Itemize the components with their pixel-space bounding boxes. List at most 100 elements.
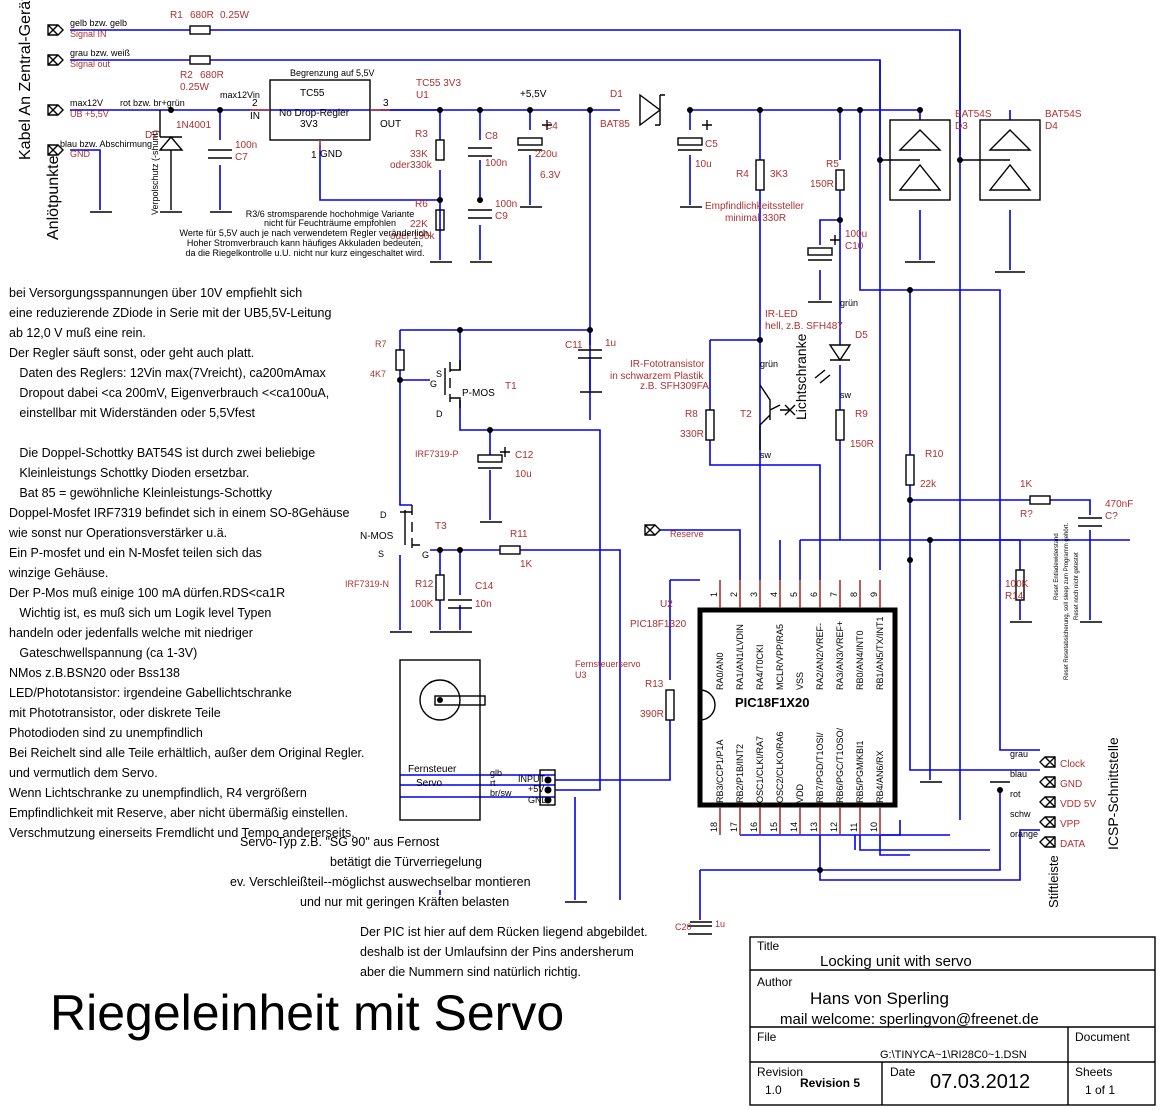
pic-pin-name: RB2/P1B/INT2 [735,744,745,803]
note-line: wie sonst nur Operationsverstärker u.ä. [8,526,227,540]
note-line: Die Doppel-Schottky BAT54S ist durch zwe… [9,446,315,460]
lichtschranke-label: Lichtschranke [793,333,809,420]
svg-text:C14: C14 [475,581,494,592]
pic-pin-name: OSC1/CLKI/RA7 [755,736,765,803]
svg-text:PIC18F1320: PIC18F1320 [630,619,687,630]
diode-D5 [828,344,852,362]
svg-text:C8: C8 [485,131,498,142]
svg-text:100n: 100n [485,158,507,169]
note-line: mit Phototransistor, oder diskrete Teile [9,706,221,720]
svg-text:Begrenzung auf 5,5V: Begrenzung auf 5,5V [290,68,375,78]
svg-text:D5: D5 [855,330,868,341]
pic-pin-name: RB5/PGM/KBI1 [855,740,865,803]
capacitors [208,120,1102,935]
note-line: Wichtig ist, es muß sich um Logik level … [9,606,271,620]
connector-terminals [47,24,1056,848]
svg-text:4K7: 4K7 [370,369,386,379]
pic-pin-number: 7 [829,592,839,597]
note-line: ab 12,0 V muß eine rein. [9,326,146,340]
transistors [400,360,796,548]
svg-text:Clock: Clock [1060,759,1086,770]
resistor-R11 [499,545,521,555]
title-block: Title Locking unit with servo Author Han… [749,936,1156,1106]
svg-text:D1: D1 [610,89,623,100]
servo-note-line: betätigt die Türverriegelung [330,855,482,869]
svg-text:R3: R3 [415,129,428,140]
svg-text:schw: schw [1010,809,1031,819]
transistor-T1 [444,360,461,408]
svg-text:BAT54S: BAT54S [1045,109,1082,120]
servo-wire-label: glb [490,768,502,778]
svg-text:OUT: OUT [380,119,401,130]
pic-pin-name: VSS [795,672,805,690]
input-signal-label: UB +5,5V [70,109,109,119]
revision-label: Revision [757,1065,803,1079]
stiftleiste-label: Stiftleiste [1046,855,1061,908]
svg-text:S: S [378,549,384,559]
pic-pin-name: RB3/CCP1/P1A [715,739,725,803]
svg-text:3K3: 3K3 [770,169,788,180]
pic-pin-number: 18 [709,822,719,832]
servo-note-line: Servo-Typ z.B. "SG 90" aus Fernost [240,835,440,849]
capacitor-C11 [578,349,602,359]
phototransistor-T2 [759,384,796,450]
svg-text:100K: 100K [410,599,434,610]
resistors [189,25,1051,721]
svg-text:680R: 680R [190,10,214,21]
svg-text:3: 3 [383,98,389,109]
svg-text:GND: GND [1060,779,1082,790]
capacitor-C12 [477,454,503,463]
capacitor-C5 [677,137,703,146]
svg-text:10u: 10u [695,159,712,170]
svg-text:T1: T1 [505,381,517,392]
pic-pin-number: 14 [789,822,799,832]
svg-text:R?: R? [1020,509,1033,520]
svg-text:Werte für 5,5V auch je nach ve: Werte für 5,5V auch je nach verwendetem … [180,228,431,238]
svg-text:IRF7319-N: IRF7319-N [345,579,389,589]
svg-text:in schwarzem Plastik: in schwarzem Plastik [610,371,704,382]
pic-pin-lines [719,580,881,835]
pic-pin-name: VDD [795,783,805,803]
svg-text:TC55 3V3: TC55 3V3 [416,78,461,89]
svg-text:220u: 220u [535,149,557,160]
svg-text:R14: R14 [1005,591,1024,602]
svg-text:150R: 150R [810,179,834,190]
capacitor-C8 [468,147,492,157]
svg-text:oder 190k: oder 190k [390,231,435,242]
note-line: Photodioden sind zu unempfindlich [9,726,203,740]
reset-note: Reset noch nicht getestet [1074,552,1080,620]
capacitor-C4 [517,137,543,146]
input-wire-label: grau bzw. weiß [70,48,131,58]
servo-body-label: Fernsteuer [408,764,457,775]
diodes [158,93,1041,384]
svg-text:R12: R12 [415,579,434,590]
svg-text:N-MOS: N-MOS [360,531,394,542]
svg-text:C12: C12 [515,450,534,461]
capacitor-C9 [468,209,492,219]
drawing-title: Locking unit with servo [820,953,972,970]
note-line: Empfindlichkeit mit Reserve, aber nicht … [9,806,348,820]
pic-note-line: Der PIC ist hier auf dem Rücken liegend … [360,925,648,939]
note-line: winzige Gehäuse. [8,566,108,580]
pic-pin-name: RA3/AN3/VREF+ [835,621,845,690]
pic-pin-number: 8 [849,592,859,597]
svg-text:6.3V: 6.3V [540,170,561,181]
pic-note-line: deshalb ist der Umlaufsinn der Pins ande… [360,945,634,959]
resistor-R13 [665,689,675,721]
svg-text:C10: C10 [845,241,864,252]
pic-pin-number: 6 [809,592,819,597]
solder-points-label: Anlötpunkte [45,155,62,240]
pic-pin-number: 13 [809,822,819,832]
pic-pin-name: RA4/T0CKI [755,644,765,690]
svg-text:Hoher Stromverbrauch kann häuf: Hoher Stromverbrauch kann häufiges Akkul… [187,238,423,248]
svg-text:max12Vin: max12Vin [220,90,260,100]
author-mail: mail welcome: sperlingvon@freenet.de [780,1011,1039,1028]
note-line: NMos z.B.BSN20 oder Bss138 [9,666,180,680]
sheets-label: Sheets [1075,1065,1112,1079]
svg-text:R13: R13 [645,679,664,690]
servo-body-label: Servo [416,778,443,789]
servo-horn [419,679,461,721]
note-line: Ein P-mosfet und ein N-Mosfet teilen sic… [9,546,262,560]
